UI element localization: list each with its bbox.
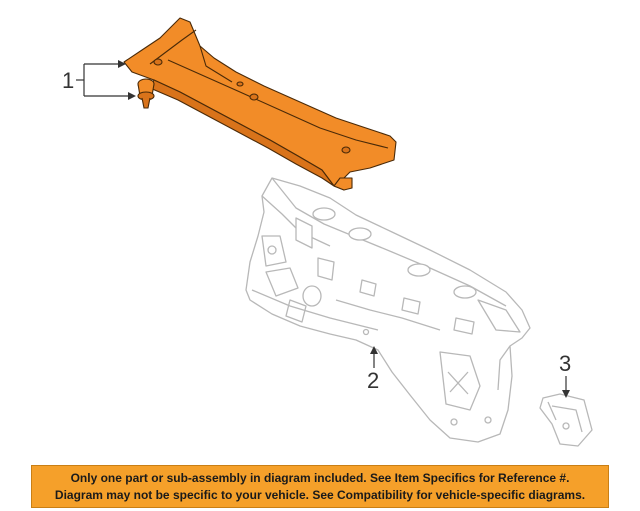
notice-line-1: Only one part or sub-assembly in diagram… bbox=[70, 470, 570, 485]
clip-fastener-drawing bbox=[137, 78, 155, 109]
cowl-panel-drawing bbox=[123, 17, 397, 191]
notice-line-2: Diagram may not be specific to your vehi… bbox=[54, 487, 586, 502]
notice-banner: Only one part or sub-assembly in diagram… bbox=[31, 465, 609, 508]
dash-panel-drawing bbox=[245, 177, 531, 443]
callout-1: 1 bbox=[62, 68, 75, 93]
callout-3: 3 bbox=[559, 351, 572, 376]
leader-arrowheads bbox=[118, 60, 570, 398]
exploded-parts-diagram bbox=[76, 17, 593, 447]
callout-2: 2 bbox=[367, 368, 380, 393]
bracket-drawing bbox=[539, 393, 593, 447]
